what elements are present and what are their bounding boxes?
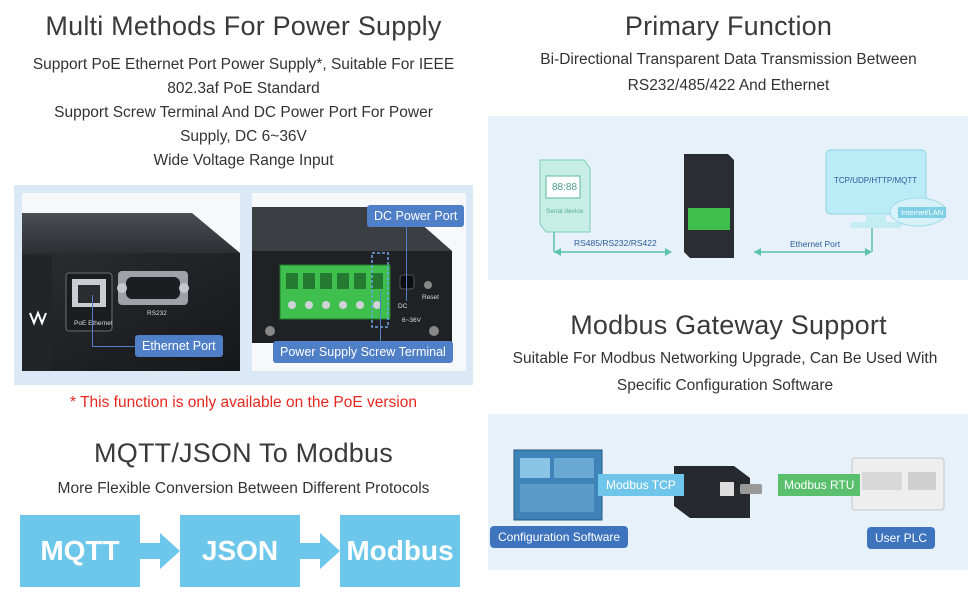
screw-leader-line bbox=[380, 291, 381, 345]
dc-power-port-callout: DC Power Port bbox=[367, 205, 465, 227]
power-description: Support PoE Ethernet Port Power Supply*,… bbox=[14, 53, 473, 173]
modbus-description: Suitable For Modbus Networking Upgrade, … bbox=[480, 345, 970, 399]
modbus-box: Modbus bbox=[340, 515, 460, 587]
modbus-illustration bbox=[513, 449, 945, 521]
rs232-port-label: RS232 bbox=[147, 310, 167, 317]
serial-link-label: RS485/RS232/RS422 bbox=[574, 238, 657, 248]
primary-line-2: RS232/485/422 And Ethernet bbox=[627, 77, 830, 94]
poe-port-label: PoE Ethernet bbox=[74, 320, 113, 327]
terminal-device-illustration bbox=[252, 207, 452, 343]
reset-label: Reset bbox=[422, 294, 439, 301]
arrow-right-icon bbox=[300, 533, 340, 569]
power-line-2: 802.3af PoE Standard bbox=[167, 80, 320, 97]
ethernet-link-label: Ethernet Port bbox=[790, 239, 841, 249]
power-photo-panel: PoE Ethernet RS232 DC 6~36V Reset bbox=[14, 185, 473, 385]
screw-terminal-callout: Power Supply Screw Terminal bbox=[273, 341, 453, 363]
mqtt-box: MQTT bbox=[20, 515, 140, 587]
json-box: JSON bbox=[180, 515, 300, 587]
dc-leader-line bbox=[406, 227, 407, 301]
ethernet-leader-line bbox=[92, 295, 138, 347]
waveshare-logo-icon bbox=[29, 310, 47, 326]
ethernet-port-callout: Ethernet Port bbox=[135, 335, 223, 357]
modbus-line-2: Specific Configuration Software bbox=[616, 377, 834, 394]
dc-port-label: DC bbox=[398, 303, 408, 310]
power-line-4: Supply, DC 6~36V bbox=[180, 128, 307, 145]
modbus-line-1: Suitable For Modbus Networking Upgrade, … bbox=[512, 350, 938, 367]
configuration-software-label: Configuration Software bbox=[490, 526, 629, 548]
power-line-1: Support PoE Ethernet Port Power Supply*,… bbox=[32, 56, 455, 73]
power-line-3: Support Screw Terminal And DC Power Port… bbox=[54, 104, 433, 121]
serial-screen-text: 88:88 bbox=[552, 182, 578, 193]
arrow-right-icon bbox=[140, 533, 180, 569]
transmission-illustration bbox=[539, 149, 947, 258]
power-line-5: Wide Voltage Range Input bbox=[153, 152, 334, 169]
rtu-connection: Modbus RTU bbox=[778, 474, 861, 496]
primary-title: Primary Function bbox=[624, 11, 833, 41]
modbus-diagram: Modbus TCP Modbus RTU Configuration Soft… bbox=[488, 414, 968, 570]
power-title: Multi Methods For Power Supply bbox=[45, 11, 442, 41]
poe-version-note: * This function is only available on the… bbox=[70, 394, 417, 411]
primary-line-1: Bi-Directional Transparent Data Transmis… bbox=[540, 51, 917, 68]
primary-description: Bi-Directional Transparent Data Transmis… bbox=[487, 47, 970, 99]
monitor-protocols: TCP/UDP/HTTP/MQTT bbox=[834, 176, 918, 185]
mqtt-title: MQTT/JSON To Modbus bbox=[94, 438, 393, 468]
serial-device-label: Serial device bbox=[546, 208, 584, 215]
voltage-label: 6~36V bbox=[402, 317, 421, 324]
user-plc-label: User PLC bbox=[867, 527, 936, 549]
tcp-connection: Modbus TCP bbox=[598, 474, 684, 496]
transmission-diagram: 88:88 Serial device RS485/RS232/RS422 Et… bbox=[488, 116, 968, 280]
mqtt-description: More Flexible Conversion Between Differe… bbox=[57, 480, 430, 497]
internet-lan-label: Internet/LAN bbox=[898, 207, 947, 218]
modbus-title: Modbus Gateway Support bbox=[570, 310, 887, 340]
